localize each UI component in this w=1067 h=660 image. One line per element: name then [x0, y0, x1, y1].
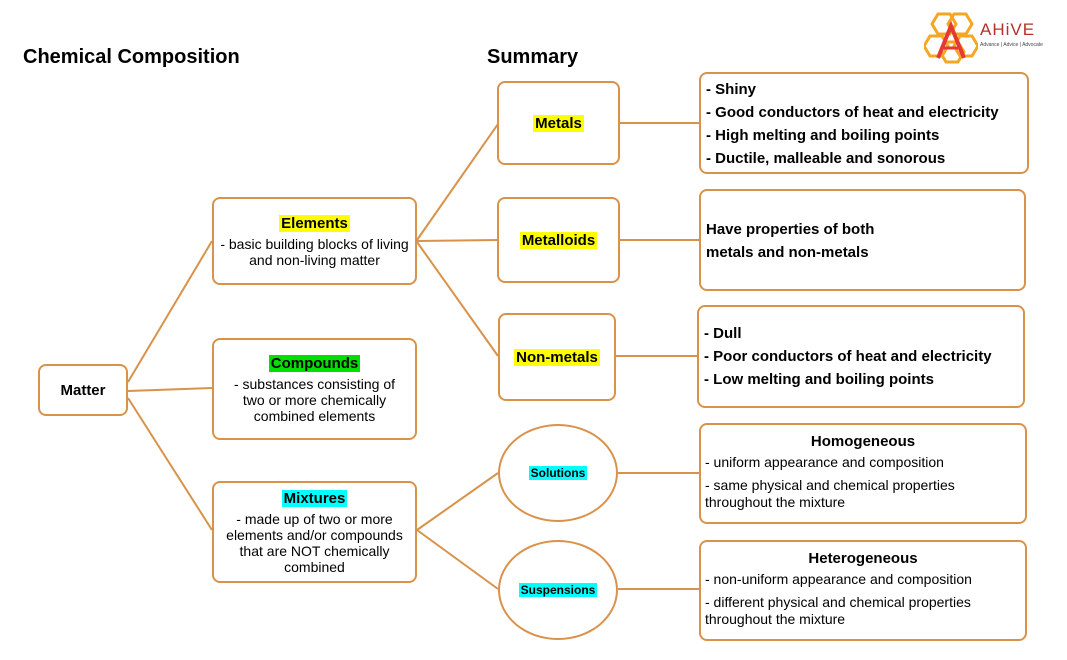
line-matter-mixtures — [127, 397, 213, 531]
elements-box: Elements - basic building blocks of livi… — [212, 197, 417, 285]
suspensions-properties-box: Heterogeneous - non-uniform appearance a… — [699, 540, 1027, 641]
suspensions-ellipse: Suspensions — [498, 540, 618, 640]
line-mixtures-solutions — [416, 472, 499, 531]
solutions-ellipse: Solutions — [498, 424, 618, 522]
logo-name: AHiVE — [980, 20, 1036, 39]
hexagon-logo-icon — [922, 12, 980, 64]
solutions-line: - same physical and chemical properties … — [705, 477, 955, 510]
metals-property: - Good conductors of heat and electricit… — [706, 104, 999, 121]
metals-property: - Shiny — [706, 81, 757, 98]
mixtures-label: Mixtures — [281, 489, 348, 507]
summary-title: Summary — [487, 46, 579, 68]
solutions-label: Solutions — [528, 466, 588, 480]
metalloids-properties-box: Have properties of both metals and non-m… — [699, 189, 1026, 291]
matter-box: Matter — [38, 364, 128, 416]
compounds-description: - substances consisting of two or more c… — [233, 375, 396, 424]
metals-box: Metals — [497, 81, 620, 165]
metalloids-property: metals and non-metals — [706, 244, 869, 261]
suspensions-label: Suspensions — [518, 583, 598, 597]
metals-property: - Ductile, malleable and sonorous — [706, 150, 946, 167]
mixtures-box: Mixtures - made up of two or more elemen… — [212, 481, 417, 583]
heterogeneous-title: Heterogeneous — [808, 550, 918, 567]
elements-label: Elements — [279, 214, 350, 232]
homogeneous-title: Homogeneous — [810, 433, 916, 450]
metalloids-box: Metalloids — [497, 197, 620, 283]
chemical-composition-title: Chemical Composition — [23, 46, 240, 68]
line-elements-metals — [416, 123, 499, 241]
metalloids-property: Have properties of both — [706, 221, 875, 238]
matter-label: Matter — [60, 381, 106, 399]
line-elements-nonmetals — [416, 241, 499, 357]
compounds-box: Compounds - substances consisting of two… — [212, 338, 417, 440]
elements-description: - basic building blocks of living and no… — [220, 235, 409, 268]
line-matter-elements — [127, 240, 213, 383]
solutions-line: - uniform appearance and composition — [705, 454, 944, 470]
nonmetals-property: - Poor conductors of heat and electricit… — [704, 348, 992, 365]
nonmetals-box: Non-metals — [498, 313, 616, 401]
nonmetals-property: - Dull — [704, 325, 742, 342]
metals-label: Metals — [533, 114, 584, 132]
suspensions-line: - non-uniform appearance and composition — [705, 571, 972, 587]
compounds-label: Compounds — [268, 354, 361, 372]
mixtures-description: - made up of two or more elements and/or… — [226, 510, 403, 575]
line-matter-compounds — [127, 387, 213, 392]
logo-tagline: Advance | Advice | Advocate — [980, 42, 1043, 48]
line-mixtures-suspensions — [416, 529, 499, 590]
nonmetals-property: - Low melting and boiling points — [704, 371, 934, 388]
solutions-properties-box: Homogeneous - uniform appearance and com… — [699, 423, 1027, 524]
nonmetals-properties-box: - Dull - Poor conductors of heat and ele… — [697, 305, 1025, 408]
metals-properties-box: - Shiny - Good conductors of heat and el… — [699, 72, 1029, 174]
ahive-logo: AHiVE Advance | Advice | Advocate — [922, 12, 1064, 68]
metalloids-label: Metalloids — [519, 231, 598, 249]
nonmetals-label: Non-metals — [514, 348, 600, 366]
line-elements-metalloids — [416, 239, 499, 242]
metals-property: - High melting and boiling points — [706, 127, 940, 144]
suspensions-line: - different physical and chemical proper… — [705, 594, 971, 627]
